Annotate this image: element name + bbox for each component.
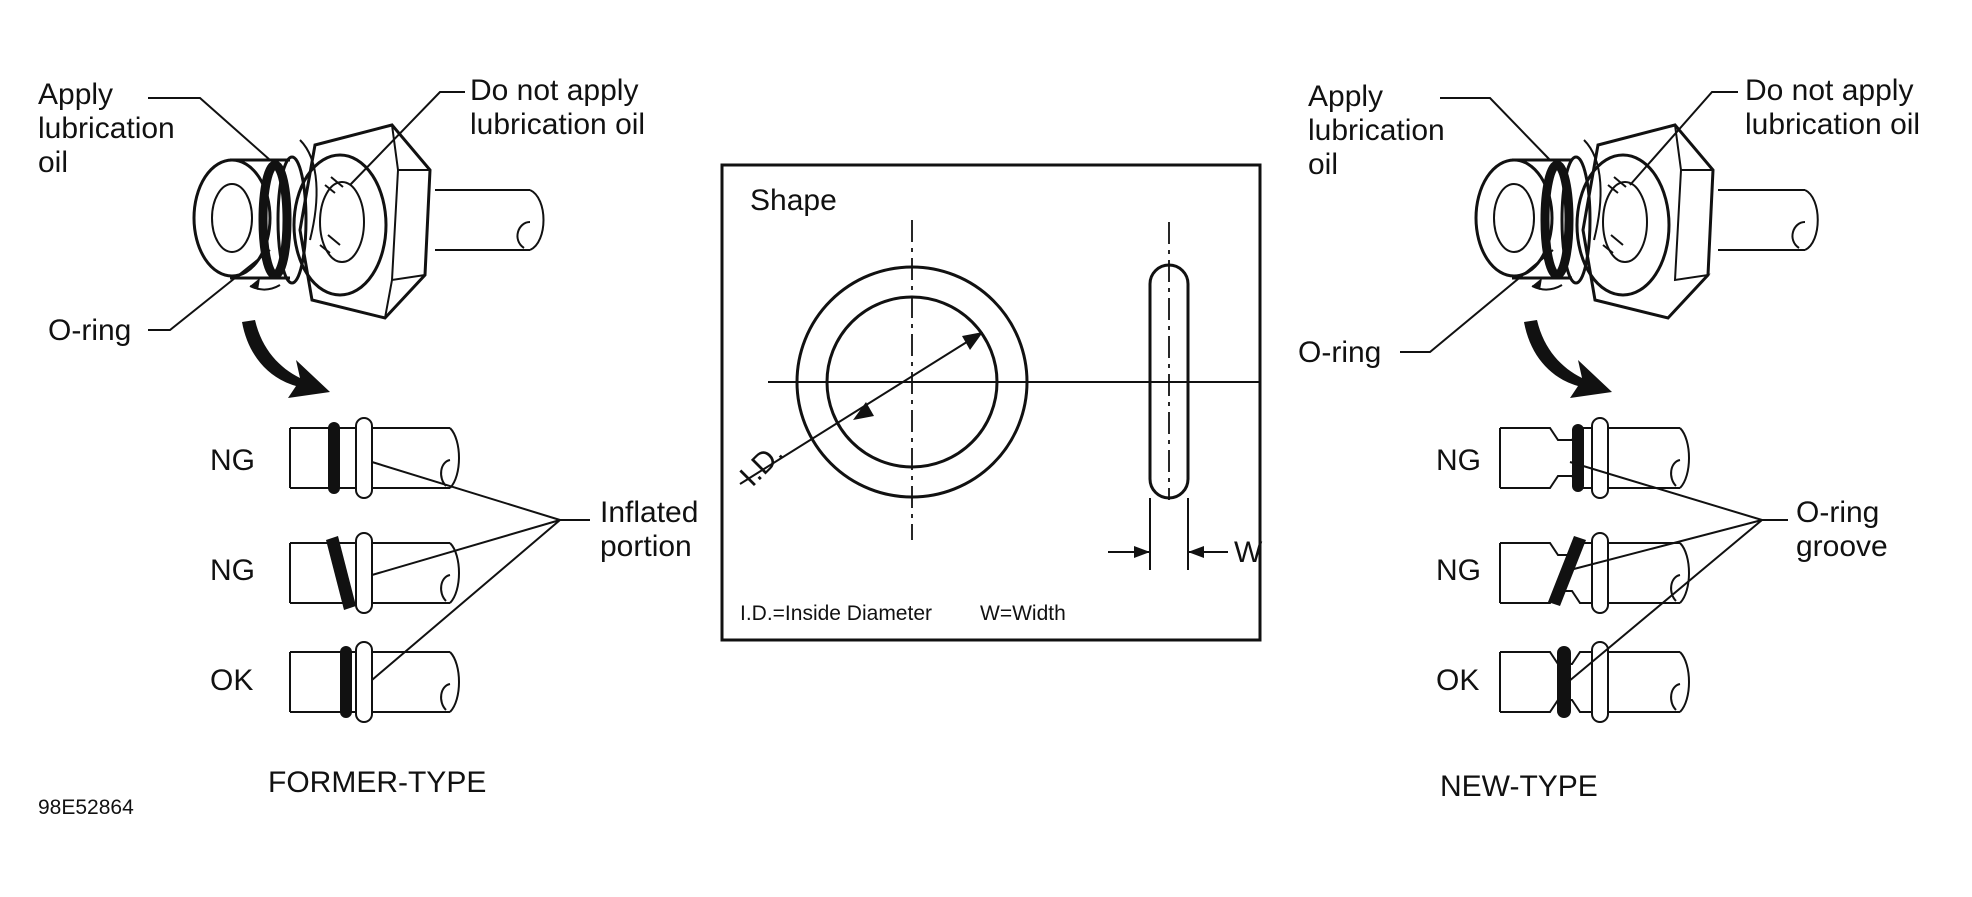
new-no-apply-leader xyxy=(1629,91,1738,186)
former-no-apply-label-2: lubrication oil xyxy=(470,108,645,141)
new-fitting-illustration xyxy=(1474,123,1819,398)
former-row-label-1: NG xyxy=(210,444,255,477)
former-callout-2: portion xyxy=(600,530,692,563)
former-oring-leader xyxy=(148,249,271,331)
new-apply-label-1: Apply xyxy=(1308,80,1383,113)
new-row-label-2: NG xyxy=(1436,554,1481,587)
new-row-ok xyxy=(1499,641,1690,723)
former-row-label-2: NG xyxy=(210,554,255,587)
new-apply-label-2: lubrication xyxy=(1308,114,1445,147)
new-row-ng-2 xyxy=(1499,532,1690,614)
new-no-apply-label-2: lubrication oil xyxy=(1745,108,1920,141)
shape-title: Shape xyxy=(750,184,837,217)
former-no-apply-leader xyxy=(349,91,465,186)
former-callout-lines xyxy=(371,461,590,681)
new-apply-leader xyxy=(1440,97,1551,161)
shape-box-frame xyxy=(720,163,1262,642)
former-callout-1: Inflated xyxy=(600,496,698,529)
new-oring-leader xyxy=(1400,249,1554,353)
new-row-label-3: OK xyxy=(1436,664,1479,697)
former-type-panel: Apply lubrication oil Do not apply lubri… xyxy=(38,74,698,799)
new-row-ng-1 xyxy=(1499,417,1690,499)
former-row-label-3: OK xyxy=(210,664,253,697)
shape-box: Shape I.D. W I.D.=Inside Diameter W=Widt… xyxy=(720,163,1263,642)
former-apply-label-1: Apply xyxy=(38,78,113,111)
new-callout-2: groove xyxy=(1796,530,1888,563)
legend-id: I.D.=Inside Diameter xyxy=(740,602,932,625)
former-no-apply-label-1: Do not apply xyxy=(470,74,638,107)
former-row-ng-1 xyxy=(289,417,460,499)
id-dimension-line xyxy=(739,334,979,485)
former-apply-label-2: lubrication xyxy=(38,112,175,145)
former-type-title: FORMER-TYPE xyxy=(268,766,486,799)
former-row-ok xyxy=(289,641,460,723)
new-no-apply-label-1: Do not apply xyxy=(1745,74,1913,107)
new-type-panel: Apply lubrication oil Do not apply lubri… xyxy=(1298,74,1920,803)
new-row-label-1: NG xyxy=(1436,444,1481,477)
new-apply-label-3: oil xyxy=(1308,148,1338,181)
legend-w: W=Width xyxy=(980,602,1066,625)
former-apply-leader xyxy=(148,97,271,161)
former-row-ng-2 xyxy=(289,532,460,614)
new-callout-lines xyxy=(1567,461,1788,683)
former-apply-label-3: oil xyxy=(38,146,68,179)
figure-id: 98E52864 xyxy=(38,796,134,819)
former-oring-label: O-ring xyxy=(48,314,131,347)
w-label: W xyxy=(1234,536,1263,569)
new-callout-1: O-ring xyxy=(1796,496,1879,529)
new-type-title: NEW-TYPE xyxy=(1440,770,1598,803)
new-oring-label: O-ring xyxy=(1298,336,1381,369)
